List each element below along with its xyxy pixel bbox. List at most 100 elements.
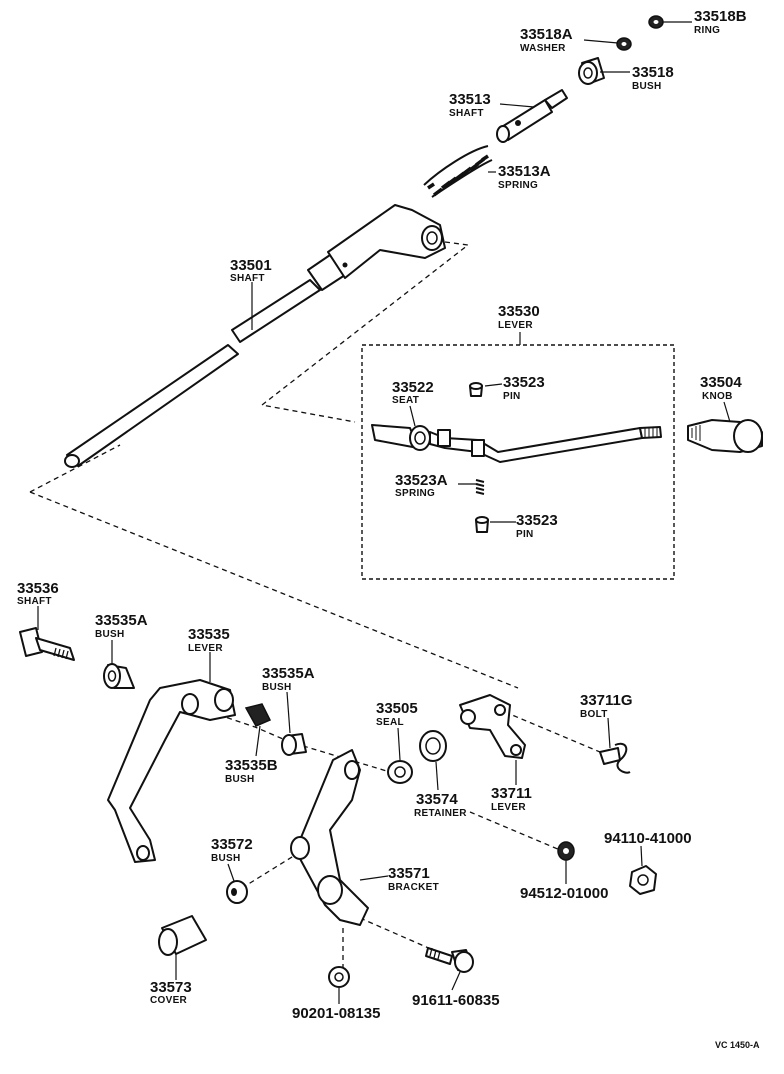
bush-33518 — [578, 57, 605, 85]
part-name: BUSH — [262, 682, 292, 693]
bush-33572 — [226, 880, 248, 904]
label-33574: 33574 RETAINER — [414, 791, 467, 819]
label-33711G: 33711G BOLT — [580, 692, 633, 720]
part-number: 91611-60835 — [412, 992, 500, 1009]
part-name: COVER — [150, 995, 188, 1006]
part-name: BRACKET — [388, 882, 439, 893]
ring-33518B — [648, 15, 664, 29]
part-name: SHAFT — [449, 108, 484, 119]
part-number: 33505 — [376, 700, 418, 717]
part-number: 94512-01000 — [520, 885, 608, 902]
figure-code: VC 1450-A — [715, 1040, 760, 1050]
label-33504: 33504 KNOB — [700, 374, 742, 402]
part-name: BOLT — [580, 709, 608, 720]
washer-33518A — [616, 37, 632, 51]
part-number: 33574 — [416, 791, 458, 808]
part-name: BUSH — [225, 774, 255, 785]
bolt-91611 — [425, 947, 474, 973]
part-name: SPRING — [395, 488, 435, 499]
part-number: 90201-08135 — [292, 1005, 380, 1022]
label-33501: 33501 SHAFT — [230, 257, 272, 284]
washer-94512 — [557, 841, 575, 861]
part-name: WASHER — [520, 43, 566, 54]
lever-33535 — [107, 679, 236, 863]
part-name: LEVER — [188, 643, 223, 654]
part-name: PIN — [503, 391, 521, 402]
label-91611: 91611-60835 — [412, 992, 500, 1009]
nut-94110 — [629, 865, 657, 895]
label-33535A-left: 33535A BUSH — [95, 612, 148, 640]
pin-33523-bottom — [475, 516, 489, 533]
pin-33523-top — [469, 382, 483, 397]
part-number: 33535A — [262, 665, 315, 682]
part-name: BUSH — [211, 853, 241, 864]
part-name: SPRING — [498, 180, 538, 191]
shaft-33501 — [64, 204, 446, 468]
part-name: BUSH — [632, 81, 662, 92]
part-name: BUSH — [95, 629, 125, 640]
cover-33573 — [158, 915, 207, 956]
label-33505: 33505 SEAL — [376, 700, 418, 728]
label-33535B: 33535B BUSH — [225, 757, 278, 785]
spring-33513A — [423, 145, 493, 198]
part-number: 33501 — [230, 257, 272, 274]
part-name: RING — [694, 25, 720, 36]
part-number: 33535A — [95, 612, 148, 629]
bush-33535A-left — [103, 663, 135, 689]
label-33513A: 33513A SPRING — [498, 163, 551, 191]
label-33530: 33530 LEVER — [498, 303, 540, 331]
shaft-33536 — [19, 627, 75, 661]
part-number: 33530 — [498, 303, 540, 320]
label-33535A-right: 33535A BUSH — [262, 665, 315, 693]
part-name: SHAFT — [230, 273, 265, 284]
part-name: SEAL — [376, 717, 404, 728]
label-33522: 33522 SEAT — [392, 379, 434, 406]
label-33513: 33513 SHAFT — [449, 91, 491, 119]
part-number: 33523 — [503, 374, 545, 391]
label-33518B: 33518B RING — [694, 8, 747, 36]
label-33536: 33536 SHAFT — [17, 580, 59, 607]
retainer-33574 — [419, 730, 447, 762]
part-name: SEAT — [392, 395, 419, 406]
bush-33535B — [244, 703, 272, 727]
part-name: LEVER — [491, 802, 526, 813]
part-number: 33518A — [520, 26, 573, 43]
lever-33711 — [459, 694, 526, 759]
part-number: 33504 — [700, 374, 742, 391]
part-number: 33711G — [580, 692, 633, 709]
label-33518A: 33518A WASHER — [520, 26, 573, 54]
label-33535: 33535 LEVER — [188, 626, 230, 654]
part-number: 33513A — [498, 163, 551, 180]
part-number: 33522 — [392, 379, 434, 396]
label-90201: 90201-08135 — [292, 1005, 380, 1022]
part-name: SHAFT — [17, 596, 52, 607]
label-33711: 33711 LEVER — [491, 785, 532, 813]
seat-33522 — [371, 424, 431, 451]
washer-90201 — [328, 966, 350, 988]
part-number: 33523A — [395, 472, 448, 489]
label-94512: 94512-01000 — [520, 885, 608, 902]
label-33571: 33571 BRACKET — [388, 865, 439, 893]
lever-rod-33530 — [429, 426, 662, 463]
part-number: 33536 — [17, 580, 59, 597]
shaft-33513 — [496, 89, 568, 143]
part-name: KNOB — [702, 391, 733, 402]
label-33523-bottom: 33523 PIN — [516, 512, 558, 540]
part-number: 33571 — [388, 865, 430, 882]
part-name: RETAINER — [414, 808, 467, 819]
bolt-33711G — [599, 742, 631, 774]
part-number: 33573 — [150, 979, 192, 996]
part-number: 33535 — [188, 626, 230, 643]
label-33523A: 33523A SPRING — [395, 472, 448, 499]
leader-lines — [37, 21, 731, 1004]
bracket-33571 — [290, 749, 369, 926]
part-number: 33513 — [449, 91, 491, 108]
part-name: PIN — [516, 529, 534, 540]
part-number: 94110-41000 — [604, 830, 692, 847]
seal-33505 — [387, 760, 413, 784]
label-94110: 94110-41000 — [604, 830, 692, 847]
label-33523-top: 33523 PIN — [503, 374, 545, 402]
part-number: 33518 — [632, 64, 674, 81]
lever-assembly-box — [361, 344, 675, 580]
part-number: 33518B — [694, 8, 747, 25]
